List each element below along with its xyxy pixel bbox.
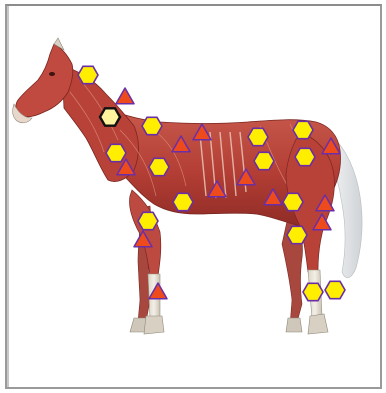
near-hind-hoof xyxy=(308,314,328,334)
hexagon-marker-shoulder-mid[interactable] xyxy=(149,158,169,175)
hexagon-marker-stifle[interactable] xyxy=(283,193,303,210)
triangle-marker-neck-crest[interactable] xyxy=(116,88,134,104)
hexagon-marker-elbow[interactable] xyxy=(138,212,158,229)
hexagon-marker-gaskin[interactable] xyxy=(287,226,307,243)
hexagon-marker-hind-fetlock-right[interactable] xyxy=(325,281,345,298)
near-fore-hoof xyxy=(144,316,164,334)
hexagon-marker-hind-fetlock-left[interactable] xyxy=(303,283,323,300)
hexagon-marker-neck-upper-left-selected[interactable] xyxy=(100,108,120,125)
hexagon-marker-poll[interactable] xyxy=(78,66,98,83)
hexagon-marker-back-middle[interactable] xyxy=(248,128,268,145)
hexagon-marker-hip-upper[interactable] xyxy=(295,148,315,165)
hexagon-marker-shoulder-upper[interactable] xyxy=(106,144,126,161)
hexagon-marker-croup-top[interactable] xyxy=(293,121,313,138)
horse-eye xyxy=(49,72,55,76)
hexagon-marker-withers-front[interactable] xyxy=(142,117,162,134)
hexagon-marker-belly-front[interactable] xyxy=(173,193,193,210)
hexagon-marker-flank-upper[interactable] xyxy=(254,152,274,169)
far-hind-hoof xyxy=(286,318,302,332)
